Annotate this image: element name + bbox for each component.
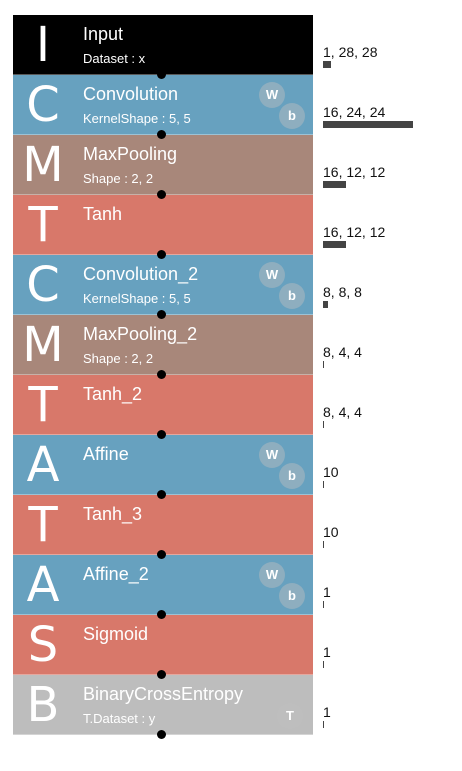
connection-dot[interactable] (157, 130, 166, 139)
layer-title: Sigmoid (83, 624, 149, 644)
layer-parameter: Dataset : x (83, 51, 146, 66)
connection-dot[interactable] (157, 70, 166, 79)
layer-type-letter: S (27, 617, 59, 673)
layer-tanh[interactable]: T Tanh (13, 195, 313, 259)
output-size-bar (323, 61, 331, 68)
parameter-badge-b[interactable]: b (279, 103, 305, 129)
output-shape-label: 16, 12, 12 (323, 164, 386, 180)
layer-sigmoid[interactable]: S Sigmoid (13, 615, 313, 679)
output-shape-label: 16, 24, 24 (323, 104, 386, 120)
layer-type-letter: A (26, 437, 60, 493)
output-size-bar (323, 661, 324, 668)
parameter-badge-w[interactable]: W (259, 442, 285, 468)
layer-title: Tanh_2 (83, 384, 143, 404)
parameter-badge-b[interactable]: b (279, 463, 305, 489)
output-size-bar (323, 301, 328, 308)
layer-tanh-2[interactable]: T Tanh_2 (13, 375, 313, 439)
layer-type-letter: T (28, 197, 58, 253)
output-shape-label: 1 (323, 644, 331, 660)
parameter-badge-b[interactable]: b (279, 583, 305, 609)
connection-dot[interactable] (157, 490, 166, 499)
output-size-bar (323, 601, 324, 608)
layer-type-letter: C (26, 257, 60, 313)
layer-title: Input (83, 24, 124, 44)
output-shape-label: 1 (323, 584, 331, 600)
output-size-bar (323, 181, 346, 188)
connection-dot[interactable] (157, 550, 166, 559)
layer-title: MaxPooling (83, 144, 178, 164)
layer-title: Tanh (83, 204, 123, 224)
layer-type-letter: M (22, 317, 64, 373)
layer-title: MaxPooling_2 (83, 324, 198, 344)
output-shape-label: 1 (323, 704, 331, 720)
layer-type-letter: M (22, 137, 64, 193)
layer-title: Convolution (83, 84, 179, 104)
layer-title: Convolution_2 (83, 264, 199, 284)
layer-type-letter: T (28, 377, 58, 433)
output-size-bar (323, 421, 324, 428)
layer-type-letter: C (26, 77, 60, 133)
connection-dot[interactable] (157, 370, 166, 379)
output-size-bar (323, 121, 413, 128)
output-shape-label: 1, 28, 28 (323, 44, 378, 60)
output-shape-label: 16, 12, 12 (323, 224, 386, 240)
layer-tanh-3[interactable]: T Tanh_3 (13, 495, 313, 559)
output-size-bar (323, 241, 346, 248)
output-shape-label: 8, 4, 4 (323, 344, 362, 360)
layer-title: Tanh_3 (83, 504, 143, 524)
output-size-bar (323, 361, 324, 368)
parameter-badge-t[interactable]: T (277, 703, 303, 729)
layer-title: BinaryCrossEntropy (83, 684, 244, 704)
connection-dot[interactable] (157, 310, 166, 319)
layer-title: Affine (83, 444, 129, 464)
layer-parameter: Shape : 2, 2 (83, 351, 154, 366)
layer-type-letter: A (26, 557, 60, 613)
connection-dot[interactable] (157, 730, 166, 739)
layer-type-letter: T (28, 497, 58, 553)
layer-type-letter: B (26, 677, 60, 733)
connection-dot[interactable] (157, 250, 166, 259)
layer-title: Affine_2 (83, 564, 149, 584)
output-size-bar (323, 541, 324, 548)
parameter-badge-w[interactable]: W (259, 562, 285, 588)
output-size-bar (323, 481, 324, 488)
layer-parameter: T.Dataset : y (83, 711, 156, 726)
parameter-badge-w[interactable]: W (259, 82, 285, 108)
connection-dot[interactable] (157, 610, 166, 619)
output-shape-label: 10 (323, 524, 339, 540)
output-size-bar (323, 721, 324, 728)
connection-dot[interactable] (157, 670, 166, 679)
layer-type-letter: I (35, 17, 51, 73)
layer-parameter: KernelShape : 5, 5 (83, 111, 191, 126)
connection-dot[interactable] (157, 190, 166, 199)
layer-parameter: Shape : 2, 2 (83, 171, 154, 186)
output-shape-label: 8, 8, 8 (323, 284, 362, 300)
output-shape-label: 8, 4, 4 (323, 404, 362, 420)
connection-dot[interactable] (157, 430, 166, 439)
parameter-badge-w[interactable]: W (259, 262, 285, 288)
layer-parameter: KernelShape : 5, 5 (83, 291, 191, 306)
parameter-badge-b[interactable]: b (279, 283, 305, 309)
output-shape-label: 10 (323, 464, 339, 480)
